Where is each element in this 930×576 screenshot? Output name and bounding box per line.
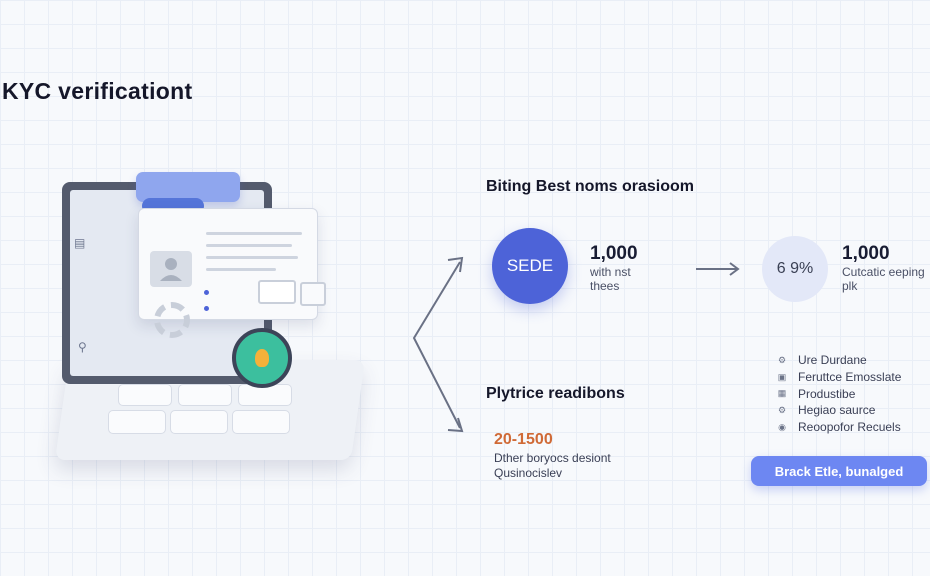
search-icon: ⚲ xyxy=(78,340,87,354)
gear-icon: ⚙ xyxy=(777,354,787,365)
list-item-label: Produstibe xyxy=(798,386,856,401)
range-caption: Qusinocislev xyxy=(494,466,563,480)
gear-icon: ⚙ xyxy=(777,404,787,415)
chart-icon: ▤ xyxy=(74,236,86,250)
settings-icon: ◉ xyxy=(778,421,786,432)
avatar xyxy=(150,251,192,287)
stat-number: 1,000 xyxy=(842,243,890,264)
key-shape xyxy=(232,410,290,434)
list-item: ⚙ Ure Durdane xyxy=(776,352,901,369)
cta-button[interactable]: Brack Etle, bunalged xyxy=(751,456,927,486)
feature-list: ⚙ Ure Durdane ▣ Feruttce Emosslate ▦ Produs… xyxy=(776,352,902,436)
list-item: ▣ Feruttce Emosslate xyxy=(776,369,902,386)
text-line xyxy=(206,256,298,259)
gear-icon xyxy=(154,302,190,338)
verification-banner xyxy=(136,172,240,202)
list-item-label: Hegiao saurce xyxy=(798,403,876,418)
stat-caption: Cutcatic eeping xyxy=(842,265,925,279)
stat-caption: thees xyxy=(590,279,620,293)
key-shape xyxy=(178,384,232,406)
page-title: KYC verificationt xyxy=(2,78,193,104)
stat-caption: plk xyxy=(842,279,858,293)
stat-caption: with nst xyxy=(590,265,631,279)
text-line xyxy=(206,244,292,247)
grid-icon: ▦ xyxy=(777,388,787,399)
key-shape xyxy=(118,384,172,406)
range-value: 20-1500 xyxy=(494,431,553,448)
section-heading: Biting Best noms orasioom xyxy=(486,178,695,195)
stat-circle: 6 9% xyxy=(762,236,828,302)
bullet-dot xyxy=(204,290,209,295)
text-line xyxy=(206,232,302,235)
bullet-dot xyxy=(204,306,209,311)
document-icon xyxy=(300,282,326,306)
list-item: ⚙ Hegiao saurce xyxy=(776,402,901,419)
magnifier-icon xyxy=(232,328,292,388)
list-item: ◉ Reoopofor Recuels xyxy=(776,419,901,436)
stat-circle: SEDE xyxy=(492,228,568,304)
lightbulb-icon xyxy=(255,349,269,367)
list-item: ▦ Produstibe xyxy=(776,385,901,402)
list-item-label: Reoopofor Recuels xyxy=(798,420,901,435)
key-shape xyxy=(170,410,228,434)
document-icon xyxy=(258,280,296,304)
list-item-label: Feruttce Emosslate xyxy=(798,370,902,385)
list-item-label: Ure Durdane xyxy=(798,353,867,368)
branch-arrows xyxy=(412,256,464,433)
key-shape xyxy=(108,410,166,434)
clipboard-icon: ▣ xyxy=(777,371,787,382)
section-heading: Plytrice readibons xyxy=(486,385,625,402)
arrow-right-icon xyxy=(696,262,740,276)
user-icon xyxy=(160,258,182,281)
stat-number: 1,000 xyxy=(590,243,638,264)
range-caption: Dther boryocs desiont xyxy=(494,451,611,465)
text-line xyxy=(206,268,276,271)
